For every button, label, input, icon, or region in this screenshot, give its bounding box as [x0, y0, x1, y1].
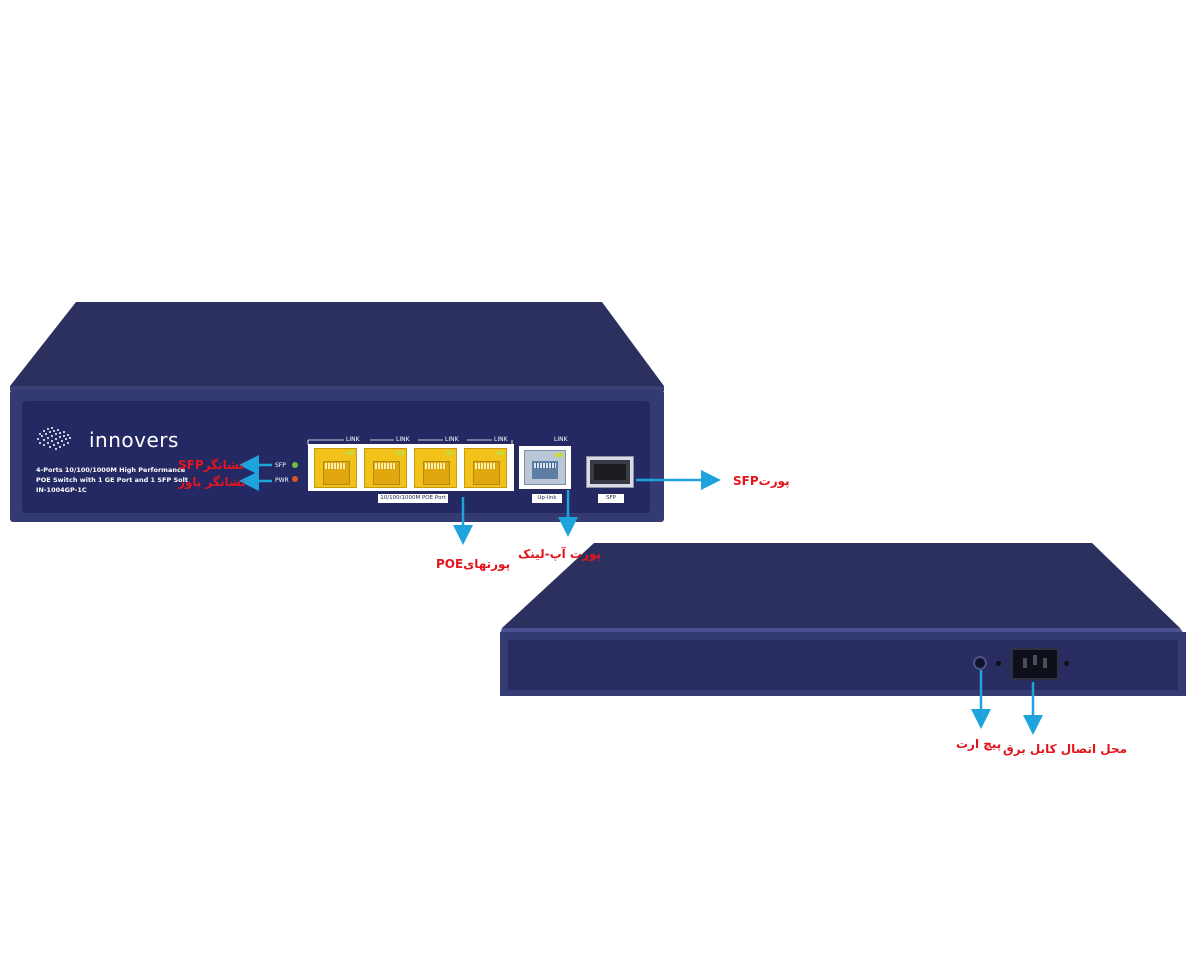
- model-number: IN-1004GP-1C: [36, 486, 87, 494]
- link-label-1: LINK: [346, 436, 360, 443]
- description-line-1: 4-Ports 10/100/1000M High Performance: [36, 466, 186, 474]
- poe-ports-annotation: پورتهایPOE: [436, 557, 511, 571]
- socket-screw-left: [996, 661, 1001, 666]
- link-label-3: LINK: [445, 436, 459, 443]
- socket-screw-right: [1064, 661, 1069, 666]
- globe-logo-icon: [37, 427, 71, 450]
- earth-screw-annotation: پیچ ارت: [956, 737, 1002, 751]
- sfp-indicator-label: SFP: [275, 462, 286, 469]
- poe-port-caption: 10/100/1000M POE Port: [378, 494, 448, 503]
- brand-name: innovers: [89, 428, 179, 452]
- uplink-port-annotation: پورت آپ-لینک: [518, 547, 601, 561]
- sfp-port-caption: SFP: [598, 494, 624, 503]
- sfp-port-annotation: پورتSFP: [733, 474, 790, 488]
- poe-port-4[interactable]: [464, 448, 507, 488]
- sfp-indicator-annotation: نشانگرSFP: [178, 458, 244, 472]
- power-cable-annotation: محل اتصال کابل برق: [1003, 742, 1128, 756]
- back-chassis: [500, 543, 1186, 696]
- pwr-indicator-label: PWR: [275, 477, 289, 484]
- link-label-2: LINK: [396, 436, 410, 443]
- pwr-indicator-led: [292, 476, 298, 482]
- uplink-port-caption: Up-link: [532, 494, 562, 503]
- link-lines: [307, 439, 513, 445]
- poe-port-2[interactable]: [364, 448, 407, 488]
- sfp-port[interactable]: [590, 460, 630, 484]
- link-label-4: LINK: [494, 436, 508, 443]
- power-indicator-annotation: نشانگر پاور: [178, 475, 246, 489]
- earth-screw: [973, 656, 987, 670]
- sfp-indicator-led: [292, 462, 298, 468]
- poe-port-1[interactable]: [314, 448, 357, 488]
- description-line-2: POE Switch with 1 GE Port and 1 SFP Solt: [36, 476, 188, 484]
- power-socket[interactable]: [1011, 648, 1059, 680]
- uplink-link-label: LINK: [554, 436, 568, 443]
- uplink-port[interactable]: [524, 450, 566, 485]
- poe-port-3[interactable]: [414, 448, 457, 488]
